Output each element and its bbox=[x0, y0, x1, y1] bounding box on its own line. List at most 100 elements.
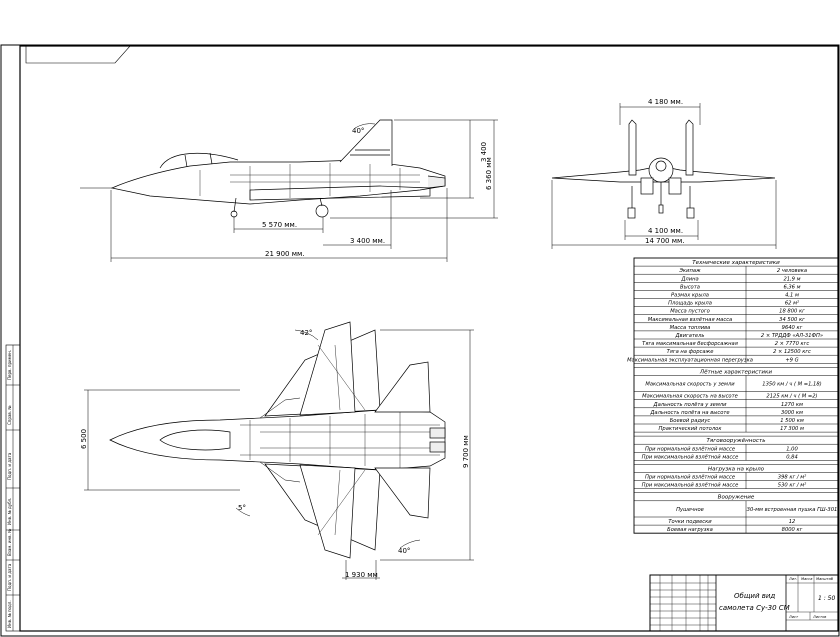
spec-value: 530 кг / м² bbox=[778, 483, 806, 489]
spec-value: 1350 км / ч ( М =1,18) bbox=[762, 382, 821, 388]
col-mass: Масса bbox=[801, 577, 812, 581]
front-wheel-right bbox=[686, 207, 695, 219]
spec-param: Максимальная эксплуатационная перегрузка bbox=[627, 357, 753, 363]
spec-param: Точки подвески bbox=[668, 519, 712, 525]
top-dim-width: 6 500 bbox=[80, 429, 88, 449]
sheets-label: Листов bbox=[812, 615, 826, 619]
spec-param: Тяга на форсаже bbox=[667, 349, 714, 355]
side-dim-length: 21 900 мм. bbox=[265, 250, 305, 258]
top-canard-lower bbox=[299, 464, 356, 559]
spec-param: Максимальная скорость у земли bbox=[645, 382, 735, 388]
side-view bbox=[80, 119, 446, 218]
side-label-2: Подп. и дата bbox=[7, 452, 12, 480]
spec-value: 2125 км / ч ( М =2) bbox=[766, 394, 817, 400]
side-dim-tail: 3 400 мм. bbox=[350, 237, 385, 245]
spec-value: 30-мм встроенная пушка ГШ-301 bbox=[747, 507, 838, 513]
top-stab-lower bbox=[374, 467, 431, 519]
title-line-2: самолета Су-30 СМ bbox=[719, 604, 790, 612]
spec-value: 9640 кг bbox=[782, 325, 803, 331]
top-canopy bbox=[159, 429, 231, 451]
top-dimensions bbox=[84, 329, 474, 580]
spec-param: Экипаж bbox=[678, 268, 701, 274]
spec-param: При максимальной взлётной массе bbox=[642, 454, 739, 460]
spec-value: 21,9 м bbox=[783, 276, 800, 282]
side-strip: Перв. примен. Справ. № Подп. и дата Инв.… bbox=[5, 344, 21, 632]
spec-value: 8000 кг bbox=[782, 527, 803, 533]
spec-param: Максимальная скорость на высоте bbox=[642, 394, 738, 400]
col-lit: Лит. bbox=[788, 577, 797, 581]
side-label-3: Инв. № дубл. bbox=[7, 498, 12, 525]
title-block bbox=[649, 574, 839, 632]
front-dimensions bbox=[551, 103, 777, 249]
top-stab-upper bbox=[374, 361, 431, 413]
side-main-wheel bbox=[315, 204, 329, 218]
spec-value: 2 × 7770 кгс bbox=[775, 341, 810, 347]
spec-value: 398 кг / м² bbox=[778, 475, 806, 481]
spec-param: Боевой радиус bbox=[670, 418, 711, 424]
side-dim-angle: 40° bbox=[352, 127, 364, 135]
spec-value: 12 bbox=[789, 519, 796, 525]
spec-param: Длина bbox=[680, 276, 698, 282]
spec-param: Высота bbox=[680, 284, 700, 290]
top-dim-bottom: 1 930 мм bbox=[345, 571, 378, 579]
spec-section-title: Тяговооружённость bbox=[707, 438, 766, 444]
spec-param: Пушечное bbox=[676, 507, 704, 513]
spec-value: 0,84 bbox=[786, 454, 798, 460]
front-view bbox=[551, 119, 776, 219]
side-label-6: Инв. № подл. bbox=[7, 600, 12, 628]
spec-param: Тяга максимальная бесфорсажная bbox=[642, 341, 738, 347]
spec-value: 2 × ТРДДФ «АЛ-31ФП» bbox=[761, 333, 823, 339]
side-dimensions bbox=[110, 119, 498, 262]
spec-param: При нормальной взлётной массе bbox=[645, 475, 735, 481]
spec-param: Дальность полёта у земли bbox=[653, 402, 728, 408]
top-canard-upper bbox=[299, 321, 356, 416]
spec-param: Размах крыла bbox=[671, 292, 709, 298]
spec-value: 3000 км bbox=[781, 410, 803, 416]
top-dim-angle-top: 42° bbox=[300, 329, 312, 337]
side-label-0: Перв. примен. bbox=[7, 350, 12, 380]
spec-param: Масса пустого bbox=[670, 309, 710, 315]
spec-param: Масса топлива bbox=[670, 325, 711, 331]
front-dim-top: 4 180 мм. bbox=[648, 98, 683, 106]
spec-value: 62 м² bbox=[785, 301, 799, 307]
front-dim-span: 14 700 мм. bbox=[645, 237, 685, 245]
spec-value: 6,36 м bbox=[783, 284, 800, 290]
side-label-5: Подп. и дата bbox=[7, 563, 12, 591]
spec-value: +9 G bbox=[785, 357, 798, 363]
top-dim-angle-bottom: 40° bbox=[398, 547, 410, 555]
spec-value: 1,00 bbox=[786, 446, 798, 452]
spec-param: Практический потолок bbox=[659, 426, 723, 432]
spec-param: Боевая нагрузка bbox=[667, 527, 713, 533]
top-dim-span: 9 700 мм bbox=[462, 435, 470, 468]
spec-value: 2 × 12500 кгс bbox=[773, 349, 811, 355]
side-canopy bbox=[159, 152, 239, 169]
spec-param: Площадь крыла bbox=[668, 301, 712, 307]
spec-value: 18 800 кг bbox=[779, 309, 805, 315]
spec-value: 2 человека bbox=[777, 268, 807, 274]
inner-frame bbox=[19, 45, 839, 632]
col-scale: Масштаб bbox=[816, 577, 834, 581]
sheet-label: Лист bbox=[788, 615, 799, 619]
corner-mark bbox=[25, 45, 131, 64]
spec-section-title: Нагрузка на крыло bbox=[708, 466, 765, 472]
front-dim-track: 4 100 мм. bbox=[648, 227, 683, 235]
spec-value: 4,1 м bbox=[785, 292, 799, 298]
front-wheel-left bbox=[627, 207, 636, 219]
side-label-1: Справ. № bbox=[7, 406, 12, 425]
spec-param: При максимальной взлётной массе bbox=[642, 483, 739, 489]
title-line-1: Общий вид bbox=[734, 592, 775, 600]
spec-section-title: Лётные характеристики bbox=[699, 369, 773, 375]
side-dim-height: 3 400 bbox=[480, 142, 488, 162]
sheet-border bbox=[0, 44, 840, 637]
spec-value: 17 300 м bbox=[780, 426, 804, 432]
spec-value: 1270 км bbox=[781, 402, 803, 408]
spec-param: Двигатель bbox=[675, 333, 705, 339]
spec-value: 1 500 км bbox=[780, 418, 804, 424]
top-view bbox=[109, 321, 446, 559]
spec-value: 34 500 кг bbox=[779, 317, 805, 323]
spec-frame bbox=[633, 257, 839, 534]
spec-section-title: Технические характеристики bbox=[692, 260, 780, 266]
top-dim-angle-left: 5° bbox=[238, 504, 246, 512]
